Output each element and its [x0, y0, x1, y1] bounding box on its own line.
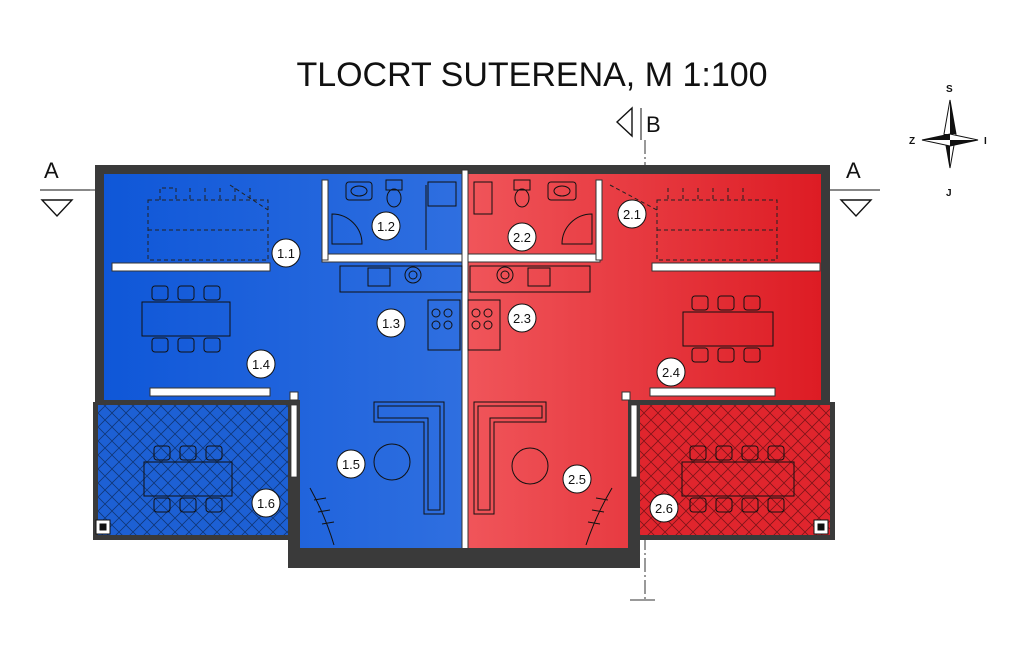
section-a-left-marker: A [40, 158, 90, 218]
room-label-1.3: 1.3 [376, 308, 406, 338]
bottom-wall [300, 548, 628, 568]
unit-2-plant [585, 487, 613, 546]
section-a-right-marker: A [830, 158, 880, 218]
compass-west: Z [909, 136, 915, 147]
room-label-2.2: 2.2 [507, 222, 537, 252]
compass-south: J [946, 188, 952, 199]
unit-1-dining-table [141, 285, 231, 353]
party-wall [461, 169, 469, 551]
room-label-2.6: 2.6 [649, 493, 679, 523]
unit-2-stairs [609, 184, 778, 261]
room-label-2.3: 2.3 [507, 303, 537, 333]
section-a-right-label: A [846, 158, 861, 183]
unit-2-bathroom-fixtures [473, 179, 593, 245]
unit-1-partitions [111, 179, 463, 401]
room-label-1.6: 1.6 [251, 488, 281, 518]
windows [290, 404, 638, 478]
room-label-2.4: 2.4 [656, 357, 686, 387]
room-label-1.2: 1.2 [371, 211, 401, 241]
svg-text:2.5: 2.5 [568, 472, 586, 487]
svg-text:2.2: 2.2 [513, 230, 531, 245]
unit-1-bathroom-fixtures [331, 179, 457, 250]
unit-2-sofa [473, 401, 549, 515]
room-label-2.5: 2.5 [562, 464, 592, 494]
room-labels: 1.1 1.2 1.3 1.4 1.5 1.6 2.1 2.2 2.3 2.4 … [246, 199, 686, 523]
svg-text:1.4: 1.4 [252, 357, 270, 372]
compass-north: S [946, 84, 953, 95]
svg-text:1.5: 1.5 [342, 457, 360, 472]
unit-2-dining-table [682, 295, 774, 363]
svg-text:1.2: 1.2 [377, 219, 395, 234]
unit-1-kitchen [339, 265, 463, 351]
svg-text:2.6: 2.6 [655, 501, 673, 516]
room-label-1.1: 1.1 [271, 238, 301, 268]
svg-text:1.1: 1.1 [277, 246, 295, 261]
plan-title: TLOCRT SUTERENA, M 1:100 [296, 56, 767, 94]
svg-text:2.3: 2.3 [513, 311, 531, 326]
unit-1-plant [309, 487, 335, 546]
compass-east: I [984, 136, 987, 147]
svg-text:2.4: 2.4 [662, 365, 680, 380]
unit-2-partitions [467, 179, 821, 401]
unit-1-stairs [147, 184, 269, 261]
compass-rose-icon: S J Z I [909, 84, 987, 199]
section-b-label: B [646, 112, 661, 137]
svg-text:1.6: 1.6 [257, 496, 275, 511]
room-label-2.1: 2.1 [617, 199, 647, 229]
section-a-left-label: A [44, 158, 59, 183]
unit-2-kitchen [467, 265, 591, 351]
terrace-1-table [143, 445, 233, 513]
terrace-2-table [681, 445, 795, 513]
room-label-1.4: 1.4 [246, 349, 276, 379]
unit-1-sofa [373, 401, 445, 515]
svg-text:2.1: 2.1 [623, 207, 641, 222]
svg-text:1.3: 1.3 [382, 316, 400, 331]
room-label-1.5: 1.5 [336, 449, 366, 479]
columns [95, 519, 829, 535]
